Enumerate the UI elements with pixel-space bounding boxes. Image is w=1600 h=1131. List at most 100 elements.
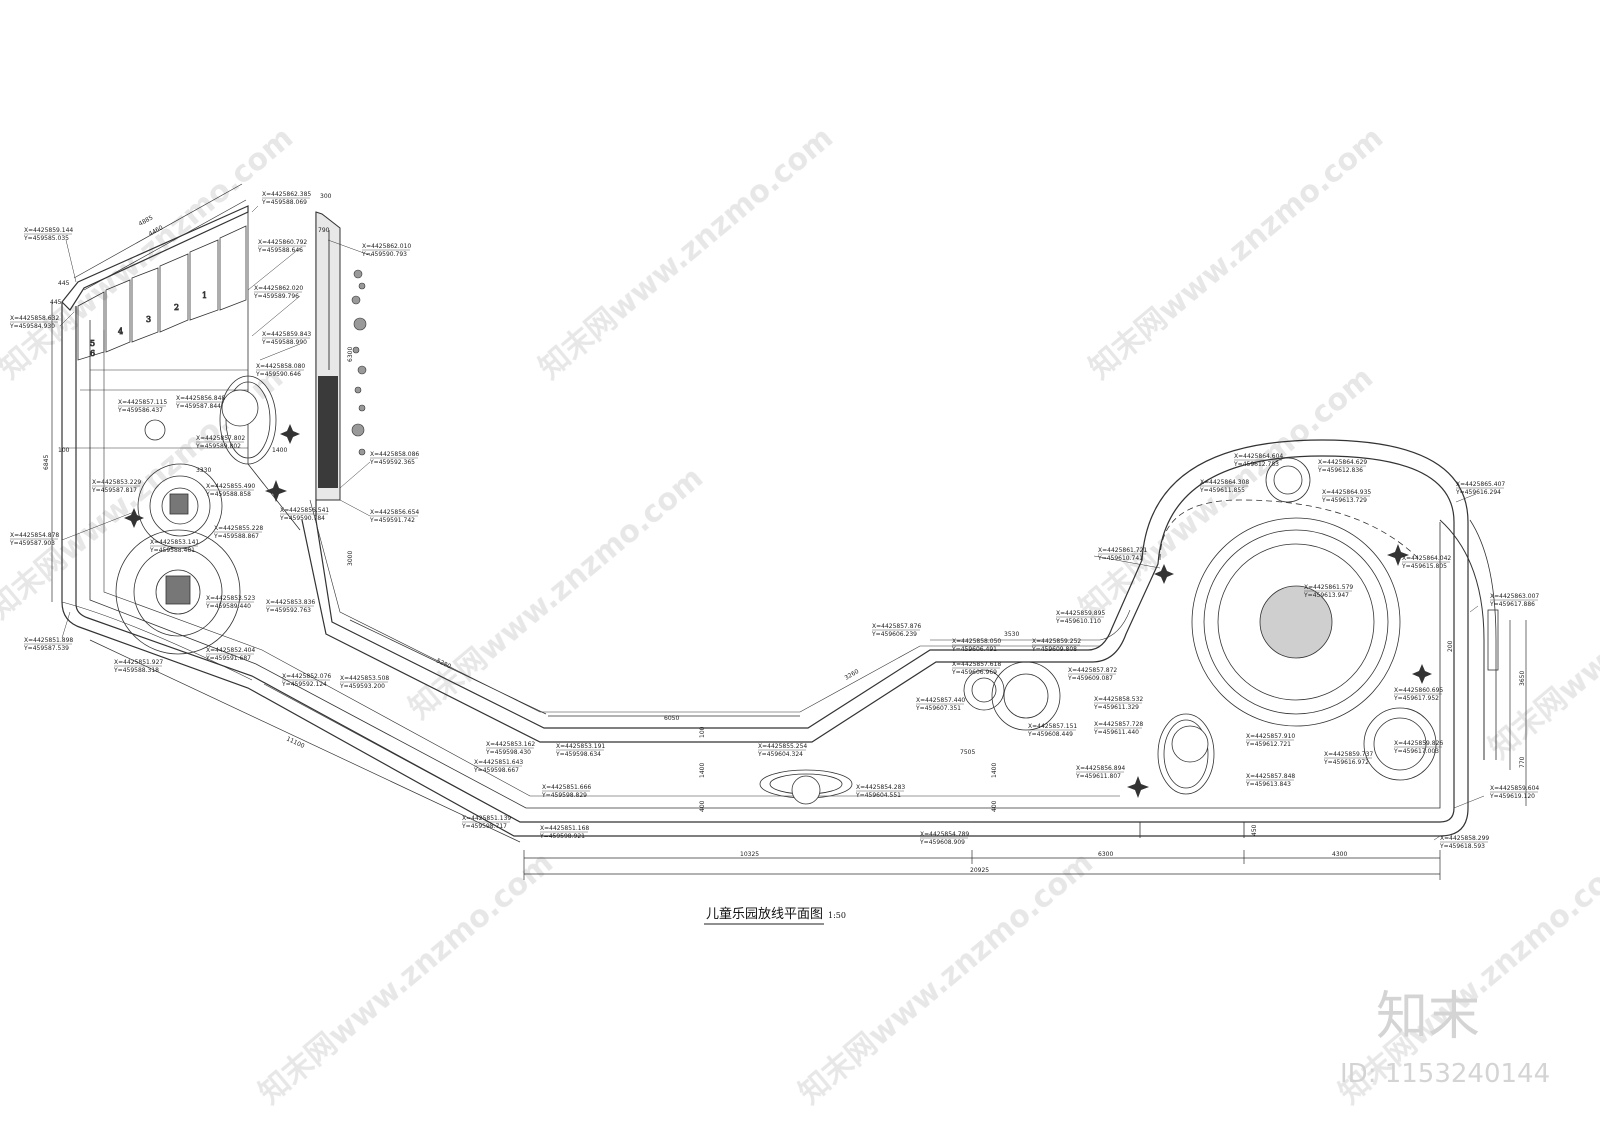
- coordinate-x-label: X=4425851.168: [540, 825, 589, 832]
- coordinate-labels: X=4425862.385Y=459588.069X=4425859.144Y=…: [9, 191, 1539, 850]
- coordinate-x-label: X=4425852.076: [282, 673, 331, 680]
- coordinate-x-label: X=4425858.050: [952, 638, 1001, 645]
- coordinate-x-label: X=4425862.385: [262, 191, 311, 198]
- coordinate-x-label: X=4425864.604: [1234, 453, 1283, 460]
- coordinate-x-label: X=4425864.935: [1322, 489, 1371, 496]
- watermark-layer: 知末网www.znzmo.com 知末网www.znzmo.com 知末网www…: [0, 120, 1600, 1111]
- coordinate-x-label: X=4425856.848: [176, 395, 225, 402]
- coordinate-x-label: X=4425859.144: [24, 227, 73, 234]
- coordinate-x-label: X=4425853.191: [556, 743, 605, 750]
- play-circles-left: [115, 375, 277, 655]
- dim-label: 3000: [347, 551, 354, 566]
- coordinate-x-label: X=4425853.523: [206, 595, 255, 602]
- coordinate-x-label: X=4425863.007: [1490, 593, 1539, 600]
- dim-label: 6050: [664, 715, 679, 722]
- coordinate-y-label: Y=459598.634: [555, 751, 601, 758]
- coordinate-y-label: Y=459610.741: [1097, 555, 1143, 562]
- coordinate-y-label: Y=459612.721: [1245, 741, 1291, 748]
- dimension-lines: [51, 183, 1527, 880]
- coordinate-x-label: X=4425855.490: [206, 483, 255, 490]
- coordinate-y-label: Y=459615.805: [1401, 563, 1447, 570]
- watermark: 知末网www.znzmo.com: [793, 845, 1100, 1111]
- drawing-title-text: 儿童乐园放线平面图: [706, 906, 823, 922]
- coordinate-y-label: Y=459598.829: [541, 792, 587, 799]
- coordinate-y-label: Y=459611.329: [1093, 704, 1139, 711]
- coordinate-x-label: X=4425857.151: [1028, 723, 1077, 730]
- dim-label: 20925: [970, 867, 989, 874]
- coordinate-x-label: X=4425858.299: [1440, 835, 1489, 842]
- dim-label: 100: [699, 726, 706, 738]
- coordinate-y-label: Y=459608.449: [1027, 731, 1073, 738]
- central-play-area: [759, 457, 1499, 805]
- coordinate-x-label: X=4425856.541: [280, 507, 329, 514]
- coordinate-y-label: Y=459613.947: [1303, 592, 1349, 599]
- coordinate-x-label: X=4425857.910: [1246, 733, 1295, 740]
- dim-label: 770: [1519, 756, 1526, 768]
- coordinate-x-label: X=4425857.618: [952, 661, 1001, 668]
- watermark: 知末网www.znzmo.com: [403, 460, 710, 726]
- leader-lines: [59, 205, 1485, 841]
- coordinate-x-label: X=4425857.872: [1068, 667, 1117, 674]
- coordinate-y-label: Y=459589.802: [195, 443, 241, 450]
- seat-number: 5: [90, 339, 95, 348]
- dim-label: 3650: [1519, 671, 1526, 686]
- coordinate-y-label: Y=459606.239: [871, 631, 917, 638]
- dim-label: 1400: [699, 763, 706, 778]
- coordinate-y-label: Y=459604.324: [757, 751, 803, 758]
- plan-outline: [61, 205, 1469, 838]
- coordinate-y-label: Y=459616.294: [1455, 489, 1501, 496]
- coordinate-y-label: Y=459587.844: [175, 403, 221, 410]
- coordinate-x-label: X=4425859.604: [1490, 785, 1539, 792]
- coordinate-y-label: Y=459611.855: [1199, 487, 1245, 494]
- coordinate-x-label: X=4425861.721: [1098, 547, 1147, 554]
- coordinate-y-label: Y=459586.437: [117, 407, 163, 414]
- dim-label: 6300: [347, 347, 354, 362]
- stepping-stones: [351, 269, 367, 456]
- coordinate-y-label: Y=459588.481: [149, 547, 195, 554]
- coordinate-x-label: X=4425859.843: [262, 331, 311, 338]
- coordinate-y-label: Y=459590.793: [361, 251, 407, 258]
- coordinate-y-label: Y=459618.593: [1439, 843, 1485, 850]
- coordinate-y-label: Y=459591.742: [369, 517, 415, 524]
- coordinate-y-label: Y=459598.667: [473, 767, 519, 774]
- watermark: 知末网www.znzmo.com: [533, 120, 840, 386]
- coordinate-y-label: Y=459588.858: [205, 491, 251, 498]
- seat-number: 2: [174, 303, 179, 312]
- coordinate-x-label: X=4425857.728: [1094, 721, 1143, 728]
- drawing-title: 儿童乐园放线平面图 1:50: [704, 906, 846, 925]
- dim-label: 400: [991, 800, 998, 812]
- dim-label: 790: [318, 227, 330, 234]
- coordinate-y-label: Y=459607.351: [915, 705, 961, 712]
- dim-label: 6845: [43, 455, 50, 470]
- coordinate-y-label: Y=459612.783: [1233, 461, 1279, 468]
- coordinate-x-label: X=4425851.139: [462, 815, 511, 822]
- dim-label: 445: [50, 299, 62, 306]
- coordinate-y-label: Y=459584.930: [9, 323, 55, 330]
- dim-label: 300: [320, 193, 332, 200]
- coordinate-y-label: Y=459604.551: [855, 792, 901, 799]
- coordinate-y-label: Y=459606.969: [951, 669, 997, 676]
- coordinate-x-label: X=4425853.162: [486, 741, 535, 748]
- coordinate-x-label: X=4425862.020: [254, 285, 303, 292]
- coordinate-x-label: X=4425853.508: [340, 675, 389, 682]
- brand-logo-text: 知末: [1376, 987, 1480, 1047]
- star-markers: [124, 424, 1432, 798]
- coordinate-y-label: Y=459613.843: [1245, 781, 1291, 788]
- coordinate-x-label: X=4425854.878: [10, 532, 59, 539]
- dim-label: 450: [1251, 824, 1258, 836]
- coordinate-y-label: Y=459598.921: [539, 833, 585, 840]
- coordinate-x-label: X=4425857.848: [1246, 773, 1295, 780]
- coordinate-y-label: Y=459592.365: [369, 459, 415, 466]
- coordinate-y-label: Y=459588.867: [213, 533, 259, 540]
- coordinate-y-label: Y=459598.717: [461, 823, 507, 830]
- coordinate-y-label: Y=459590.646: [255, 371, 301, 378]
- dim-label: 6300: [1098, 851, 1113, 858]
- watermark: 知末网www.znzmo.com: [1083, 120, 1390, 386]
- coordinate-y-label: Y=459591.687: [205, 655, 251, 662]
- coordinate-y-label: Y=459617.952: [1393, 695, 1439, 702]
- coordinate-y-label: Y=459616.972: [1323, 759, 1369, 766]
- coordinate-x-label: X=4425857.440: [916, 697, 965, 704]
- coordinate-x-label: X=4425864.629: [1318, 459, 1367, 466]
- coordinate-y-label: Y=459592.124: [281, 681, 327, 688]
